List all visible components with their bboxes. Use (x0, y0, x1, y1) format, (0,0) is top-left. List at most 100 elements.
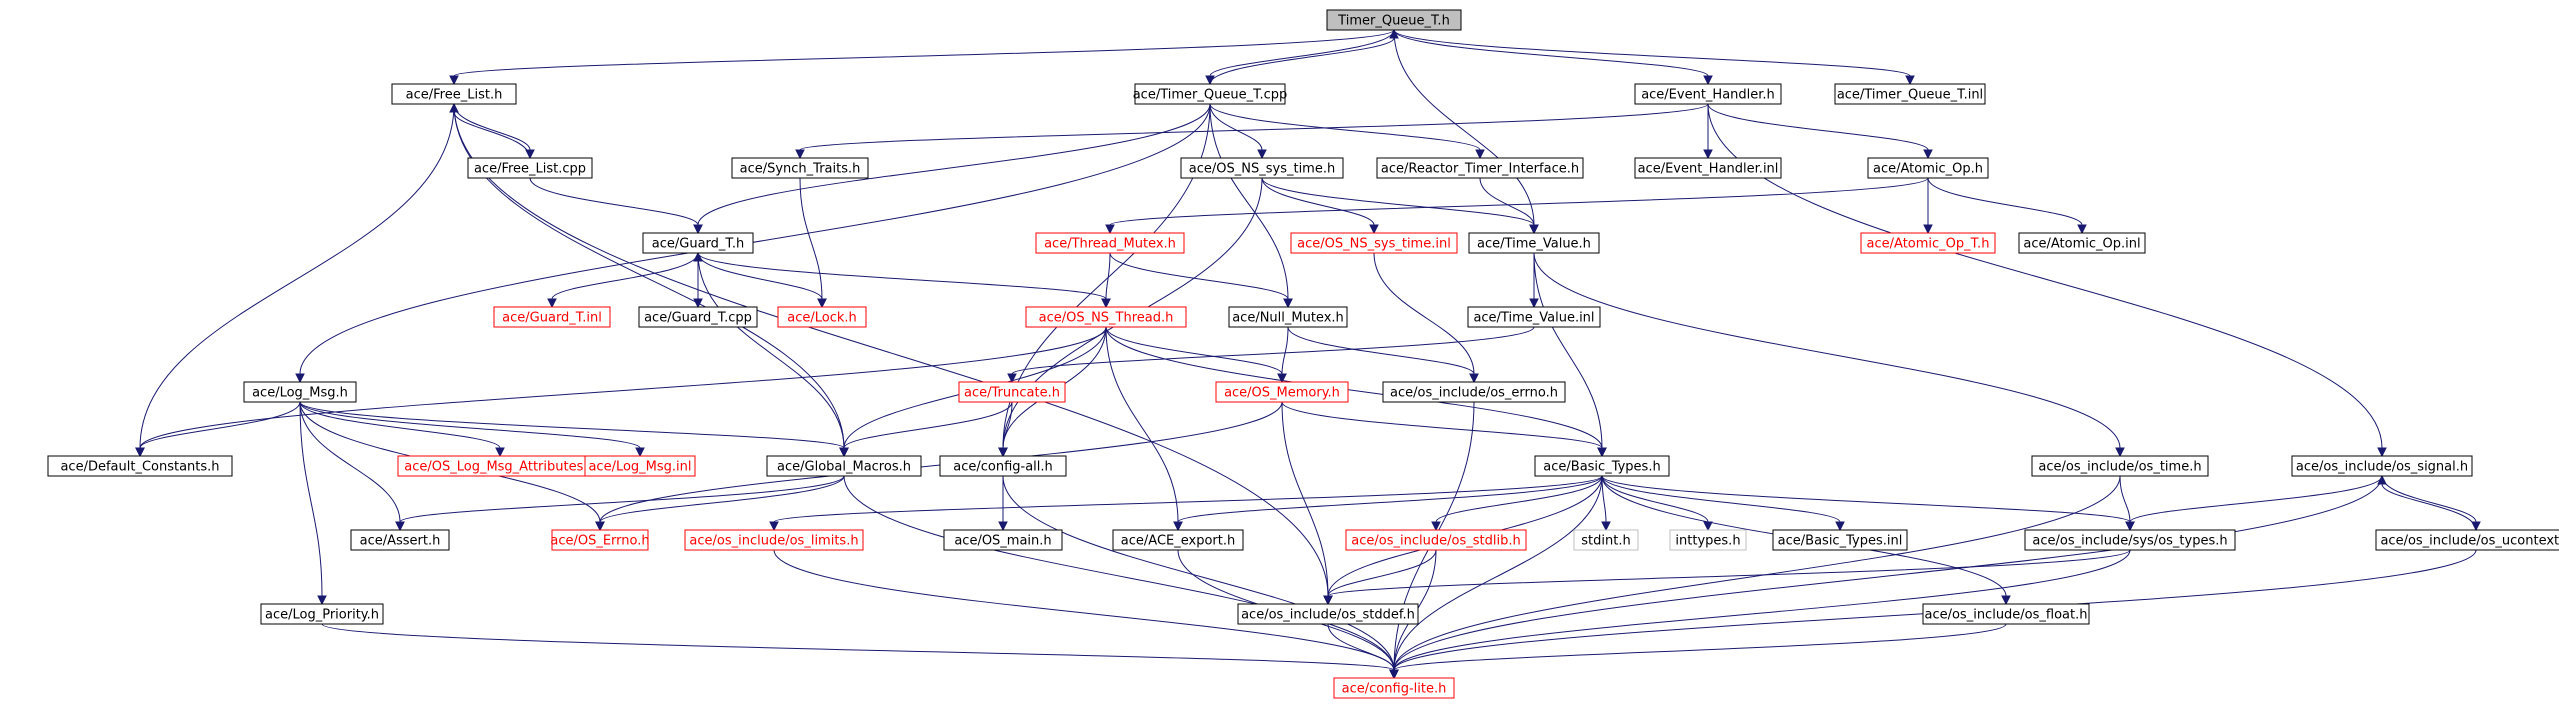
node-reactortimer[interactable]: ace/Reactor_Timer_Interface.h (1376, 157, 1584, 179)
node-label: ace/Log_Msg.h (252, 386, 348, 401)
edge-osstdlib-to-osstddef (1327, 549, 1437, 597)
edge-tqcpp-to-reactortimer (1209, 103, 1481, 151)
arrowhead-tqcpp-to-root (1389, 28, 1399, 39)
node-ostime[interactable]: ace/os_include/os_time.h (2031, 455, 2209, 477)
node-box (1228, 306, 1348, 328)
arrowhead-logmsg-to-defconst (135, 447, 145, 458)
arrowhead-basictypes-to-basictypesinl (1835, 521, 1845, 532)
node-box (1634, 157, 1782, 179)
node-configall[interactable]: ace/config-all.h (939, 455, 1067, 477)
node-osstdlib[interactable]: ace/os_include/os_stdlib.h (1345, 529, 1527, 551)
edge-guardt-to-lock (697, 252, 823, 300)
node-label: ace/OS_Errno.h (550, 534, 649, 549)
node-label: ace/Time_Value.inl (1473, 311, 1594, 326)
node-logmsg[interactable]: ace/Log_Msg.h (243, 381, 357, 403)
node-nullmutex[interactable]: ace/Null_Mutex.h (1228, 306, 1348, 328)
node-logmsginl[interactable]: ace/Log_Msg.inl (584, 455, 696, 477)
node-aceexport[interactable]: ace/ACE_export.h (1112, 529, 1244, 551)
node-osfloat[interactable]: ace/os_include/os_float.h (1922, 603, 2090, 625)
node-osmemory[interactable]: ace/OS_Memory.h (1215, 381, 1349, 403)
edge-tqcpp-to-root (1209, 37, 1395, 85)
node-globalmacros[interactable]: ace/Global_Macros.h (766, 455, 922, 477)
node-basictypes[interactable]: ace/Basic_Types.h (1534, 455, 1670, 477)
node-assert[interactable]: ace/Assert.h (350, 529, 450, 551)
arrowhead-guardt-to-lock (817, 298, 827, 309)
nodes-layer: Timer_Queue_T.h ace/Free_List.h ace/Timer_… (47, 9, 2559, 699)
node-oslimits[interactable]: ace/os_include/os_limits.h (684, 529, 864, 551)
node-oserrno[interactable]: ace/OS_Errno.h (550, 529, 650, 551)
node-guardtinl[interactable]: ace/Guard_T.inl (493, 306, 611, 328)
node-box (766, 455, 922, 477)
node-label: ace/config-all.h (953, 460, 1053, 475)
node-ossignal[interactable]: ace/os_include/os_signal.h (2291, 455, 2473, 477)
arrowhead-evh-to-synchtraits (795, 149, 805, 160)
node-truncate[interactable]: ace/Truncate.h (958, 381, 1066, 403)
arrowhead-basictypes-to-oslimits (769, 521, 779, 532)
node-osnsthread[interactable]: ace/OS_NS_Thread.h (1025, 306, 1187, 328)
node-label: ace/ACE_export.h (1121, 534, 1235, 549)
node-osnssystime[interactable]: ace/OS_NS_sys_time.h (1180, 157, 1344, 179)
node-atomicop[interactable]: ace/Atomic_Op.h (1867, 157, 1989, 179)
node-lock[interactable]: ace/Lock.h (777, 306, 867, 328)
node-osmain[interactable]: ace/OS_main.h (943, 529, 1063, 551)
edge-freelistcpp-to-freelist (453, 111, 531, 159)
node-atomicopinl[interactable]: ace/Atomic_Op.inl (2018, 232, 2146, 254)
node-osnssystimeinl[interactable]: ace/OS_NS_sys_time.inl (1290, 232, 1458, 254)
node-guardt[interactable]: ace/Guard_T.h (642, 232, 754, 254)
node-oslogmsgattr[interactable]: ace/OS_Log_Msg_Attributes.h (397, 455, 603, 477)
node-label: Timer_Queue_T.h (1337, 14, 1450, 29)
arrowhead-root-to-evh (1703, 75, 1713, 86)
node-guardtcpp[interactable]: ace/Guard_T.cpp (638, 306, 758, 328)
node-label: ace/os_include/os_signal.h (2296, 460, 2468, 475)
node-label: ace/OS_main.h (954, 534, 1051, 549)
node-evhinl[interactable]: ace/Event_Handler.inl (1634, 157, 1782, 179)
arrowhead-timevalue-to-ostime (2115, 447, 2125, 458)
edge-tqcpp-to-guardt (697, 103, 1211, 226)
node-box (2291, 455, 2473, 477)
node-timevalue[interactable]: ace/Time_Value.h (1468, 232, 1600, 254)
node-freelistcpp[interactable]: ace/Free_List.cpp (467, 157, 593, 179)
node-tqinl[interactable]: ace/Timer_Queue_T.inl (1834, 83, 1986, 105)
node-box (2375, 529, 2559, 551)
node-configlite[interactable]: ace/config-lite.h (1333, 677, 1455, 699)
edge-basictypes-to-inttypes (1601, 475, 1709, 523)
edge-osnsthread-to-osmemory (1105, 326, 1283, 375)
node-label: ace/Atomic_Op_T.h (1867, 237, 1990, 252)
node-evh[interactable]: ace/Event_Handler.h (1634, 83, 1782, 105)
node-osucontext[interactable]: ace/os_include/os_ucontext.h (2375, 529, 2559, 551)
node-basictypesinl[interactable]: ace/Basic_Types.inl (1772, 529, 1908, 551)
node-root[interactable]: Timer_Queue_T.h (1326, 9, 1462, 31)
arrowhead-threadmutex-to-osnsthread (1101, 298, 1111, 309)
node-box (1834, 83, 1986, 105)
node-inttypes[interactable]: inttypes.h (1669, 529, 1747, 551)
edge-atomicop-to-atomicopinl (1927, 177, 2083, 226)
node-box (260, 603, 384, 625)
node-label: ace/os_include/os_float.h (1924, 608, 2087, 623)
node-osstddef[interactable]: ace/os_include/os_stddef.h (1237, 603, 1419, 625)
edges-layer (135, 28, 2481, 680)
node-systypes[interactable]: ace/os_include/sys/os_types.h (2024, 529, 2236, 551)
node-stdint[interactable]: stdint.h (1573, 529, 1639, 551)
edge-osnsthread-to-aceexport (1105, 326, 1179, 523)
node-tqcpp[interactable]: ace/Timer_Queue_T.cpp (1133, 83, 1288, 105)
node-box (1860, 232, 1996, 254)
node-synchtraits[interactable]: ace/Synch_Traits.h (731, 157, 869, 179)
edge-logmsg-to-logpriority (299, 401, 323, 597)
node-label: ace/Log_Msg.inl (588, 460, 691, 475)
node-freelist[interactable]: ace/Free_List.h (391, 83, 517, 105)
node-defconst[interactable]: ace/Default_Constants.h (47, 455, 233, 477)
node-logpriority[interactable]: ace/Log_Priority.h (260, 603, 384, 625)
node-oserrno_inc[interactable]: ace/os_include/os_errno.h (1382, 381, 1566, 403)
edge-ostime-to-configlite (1393, 475, 2121, 671)
arrowhead-tqcpp-to-reactortimer (1475, 149, 1485, 160)
node-atomicopt[interactable]: ace/Atomic_Op_T.h (1860, 232, 1996, 254)
arrowhead-atomicop-to-threadmutex (1105, 224, 1115, 235)
edge-reactortimer-to-timevalue (1479, 177, 1535, 226)
node-threadmutex[interactable]: ace/Thread_Mutex.h (1035, 232, 1185, 254)
node-box (638, 306, 758, 328)
node-box (1922, 603, 2090, 625)
node-box (47, 455, 233, 477)
node-timevalueinl[interactable]: ace/Time_Value.inl (1467, 306, 1601, 328)
node-label: ace/os_include/os_ucontext.h (2380, 534, 2559, 549)
edge-root-to-timevalue (1393, 29, 1535, 226)
